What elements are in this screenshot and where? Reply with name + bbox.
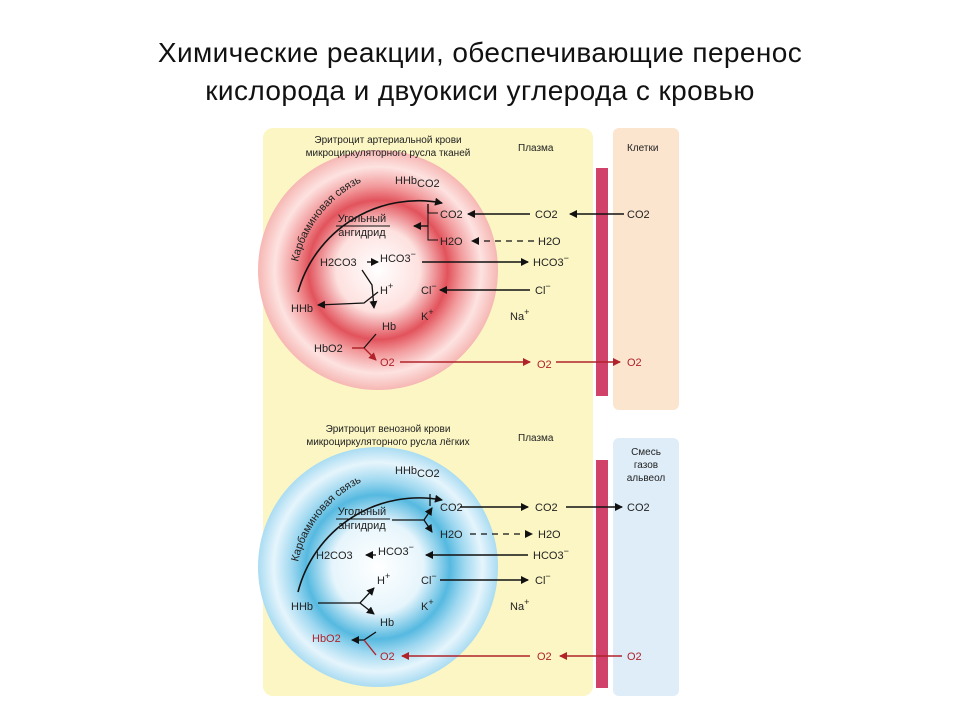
bottom-hco3-plasma: HCO3− [533,546,569,562]
bottom-hco3-in: HCO3− [378,542,414,558]
bottom-anhydrase-line-2: ангидрид [338,520,386,532]
top-o2-in: O2 [380,357,395,369]
bottom-hhbco2: HHbCO2 [395,465,440,480]
bottom-co2-alveoli: CO2 [627,502,650,514]
title-line-2: кислорода и двуокиси углерода с кровью [205,75,755,106]
bottom-h2o-plasma: H2O [538,529,561,541]
bottom-co2-plasma: CO2 [535,502,558,514]
top-cl-plasma: Cl− [535,281,551,297]
arterial-erythrocyte [258,150,498,390]
top-cl-in: Cl− [421,281,437,297]
top-cl-in-text: Cl [421,285,431,297]
bottom-k-plus: K+ [421,597,434,613]
bottom-na-plasma-text: Na [510,601,525,613]
bottom-cl-in: Cl− [421,571,437,587]
top-cells-label: Клетки [627,143,658,154]
bottom-anhydrase-line-1: Угольный [338,506,386,518]
capillary-wall-bottom [596,460,608,688]
bottom-header-line-2: микроциркуляторного русла лёгких [306,437,469,448]
top-na-plasma-text: Na [510,311,525,323]
top-hhbco2: HHbCO2 [395,175,440,190]
tissue-cells-panel [613,128,679,410]
top-h2o-plasma: H2O [538,236,561,248]
bottom-o2-alveoli: O2 [627,651,642,663]
bottom-hbo2: HbO2 [312,633,341,645]
bottom-plasma-label: Плазма [518,433,554,444]
top-header-line-2: микроциркуляторного русла тканей [306,148,471,159]
top-k-plus: K+ [421,307,434,323]
bottom-cl-plasma: Cl− [535,571,551,587]
bottom-co2-in: CO2 [440,502,463,514]
top-na-plasma: Na+ [510,307,529,323]
top-plasma-label: Плазма [518,143,554,154]
bottom-h-plus-text: H [377,575,385,587]
bottom-hco3-in-text: HCO3 [378,546,409,558]
top-h2co3: H2CO3 [320,257,357,269]
alveoli-line-2: газов [634,460,658,471]
top-co2-plasma: CO2 [535,209,558,221]
top-header-line-1: Эритроцит артериальной крови [314,135,461,146]
top-hco3-plasma: HCO3− [533,253,569,269]
top-hhbco2-hhb: HHb [395,175,417,187]
title-line-1: Химические реакции, обеспечивающие перен… [157,37,803,68]
top-hhbco2-co2: CO2 [417,178,440,190]
top-h-plus-text: H [380,285,388,297]
bottom-cl-plasma-text: Cl [535,575,545,587]
top-hhb: HHb [291,303,313,315]
bottom-hco3-plasma-text: HCO3 [533,550,564,562]
top-anhydrase-line-2: ангидрид [338,227,386,239]
bottom-hhbco2-hhb: HHb [395,465,417,477]
bottom-h2o-in: H2O [440,529,463,541]
top-cl-plasma-text: Cl [535,285,545,297]
top-co2-in: CO2 [440,209,463,221]
top-hco3-in: HCO3− [380,249,416,265]
alveolar-gas-panel [613,438,679,696]
bottom-h-plus: H+ [377,571,390,587]
top-hco3-in-text: HCO3 [380,253,411,265]
bottom-header-line-1: Эритроцит венозной крови [326,424,451,435]
alveoli-line-1: Смесь [631,447,661,458]
top-hco3-plasma-text: HCO3 [533,257,564,269]
bottom-k-plus-text: K [421,601,429,613]
top-k-plus-text: K [421,311,429,323]
alveoli-line-3: альвеол [627,473,666,484]
venous-erythrocyte [258,447,498,687]
top-co2-cells: CO2 [627,209,650,221]
bottom-o2-in: O2 [380,651,395,663]
top-h-plus: H+ [380,281,393,297]
bottom-cl-in-text: Cl [421,575,431,587]
bottom-hhb: HHb [291,601,313,613]
top-h2o-in: H2O [440,236,463,248]
bottom-h2co3: H2CO3 [316,550,353,562]
bottom-hb: Hb [380,617,394,629]
capillary-wall-top [596,168,608,396]
top-anhydrase-line-1: Угольный [338,213,386,225]
top-hbo2: HbO2 [314,343,343,355]
top-o2-cells: O2 [627,357,642,369]
slide-title: Химические реакции, обеспечивающие перен… [0,34,960,110]
bottom-hhbco2-co2: CO2 [417,468,440,480]
top-hb: Hb [382,321,396,333]
top-o2-plasma: O2 [537,359,552,371]
bottom-o2-plasma: O2 [537,651,552,663]
bottom-na-plasma: Na+ [510,597,529,613]
